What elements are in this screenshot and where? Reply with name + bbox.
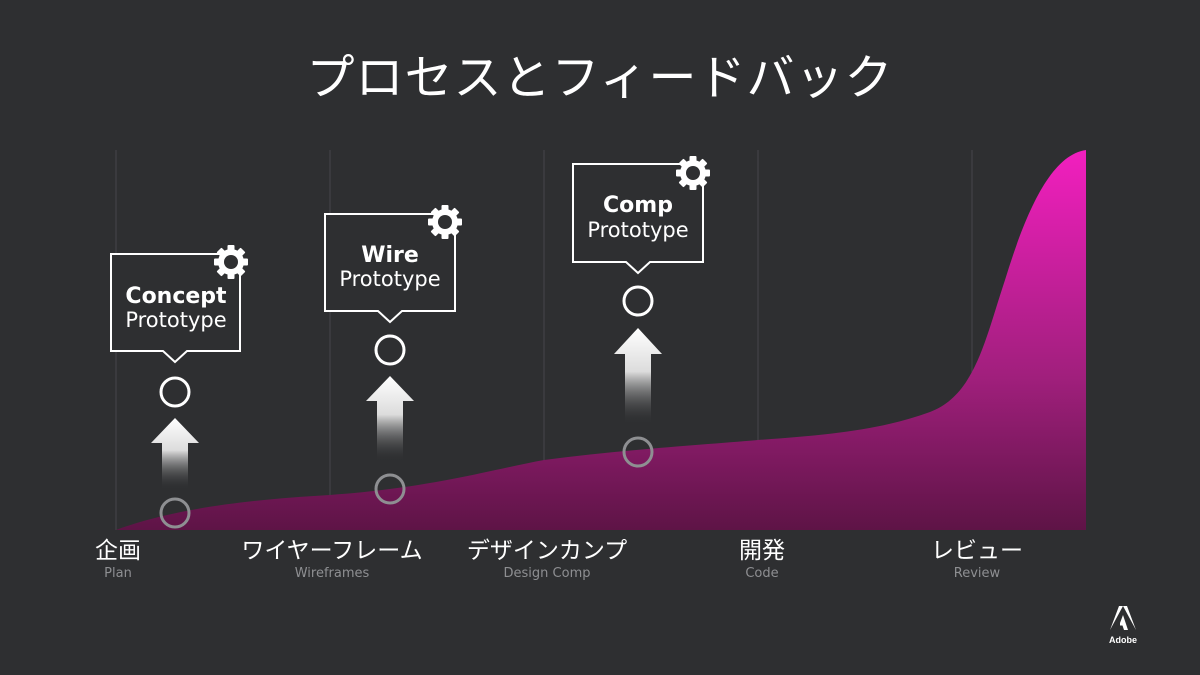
- comp-prototype: Comp Prototype: [572, 156, 710, 468]
- callout-subtitle: Prototype: [339, 267, 440, 291]
- end-circle: [622, 285, 654, 317]
- concept-prototype: Concept Prototype: [110, 245, 248, 529]
- start-circle: [159, 497, 191, 529]
- feedback-cost-curve: [116, 150, 1086, 530]
- page-title: プロセスとフィードバック: [306, 50, 894, 106]
- up-arrow: [366, 376, 414, 462]
- stage-label-jp: 企画: [95, 538, 141, 564]
- gear-icon: [214, 245, 248, 279]
- gear-icon: [428, 205, 462, 239]
- up-arrow: [151, 418, 199, 490]
- adobe-logo: Adobe: [1108, 606, 1138, 645]
- stage-plan: 企画 Plan: [8, 537, 228, 583]
- stage-wireframes: ワイヤーフレーム Wireframes: [222, 537, 442, 583]
- stage-label-en: Wireframes: [294, 566, 370, 581]
- stage-label-jp: 開発: [739, 538, 785, 564]
- wire-prototype: Wire Prototype: [324, 205, 462, 505]
- callout-title: Concept: [125, 284, 227, 309]
- callout-title: Wire: [361, 243, 419, 268]
- start-circle: [374, 473, 406, 505]
- stage-review: レビュー Review: [867, 537, 1087, 583]
- adobe-wordmark: Adobe: [1109, 635, 1137, 645]
- stage-label-jp: ワイヤーフレーム: [241, 538, 423, 564]
- stage-label-en: Design Comp: [503, 566, 591, 581]
- stage-label-jp: レビュー: [931, 538, 1023, 564]
- callout-title: Comp: [603, 193, 673, 218]
- stage-code: 開発 Code: [652, 537, 872, 583]
- stage-label-en: Review: [953, 566, 1001, 581]
- stage-label-en: Plan: [104, 566, 132, 581]
- stage-design-comp: デザインカンプ Design Comp: [437, 537, 657, 583]
- gear-icon: [676, 156, 710, 190]
- stage-label-en: Code: [745, 566, 779, 581]
- adobe-a-icon: [1110, 606, 1136, 630]
- callout-subtitle: Prototype: [587, 218, 688, 242]
- callout-subtitle: Prototype: [125, 308, 226, 332]
- start-circle: [622, 436, 654, 468]
- up-arrow: [614, 328, 662, 425]
- stage-label-jp: デザインカンプ: [466, 538, 628, 564]
- end-circle: [159, 376, 191, 408]
- end-circle: [374, 334, 406, 366]
